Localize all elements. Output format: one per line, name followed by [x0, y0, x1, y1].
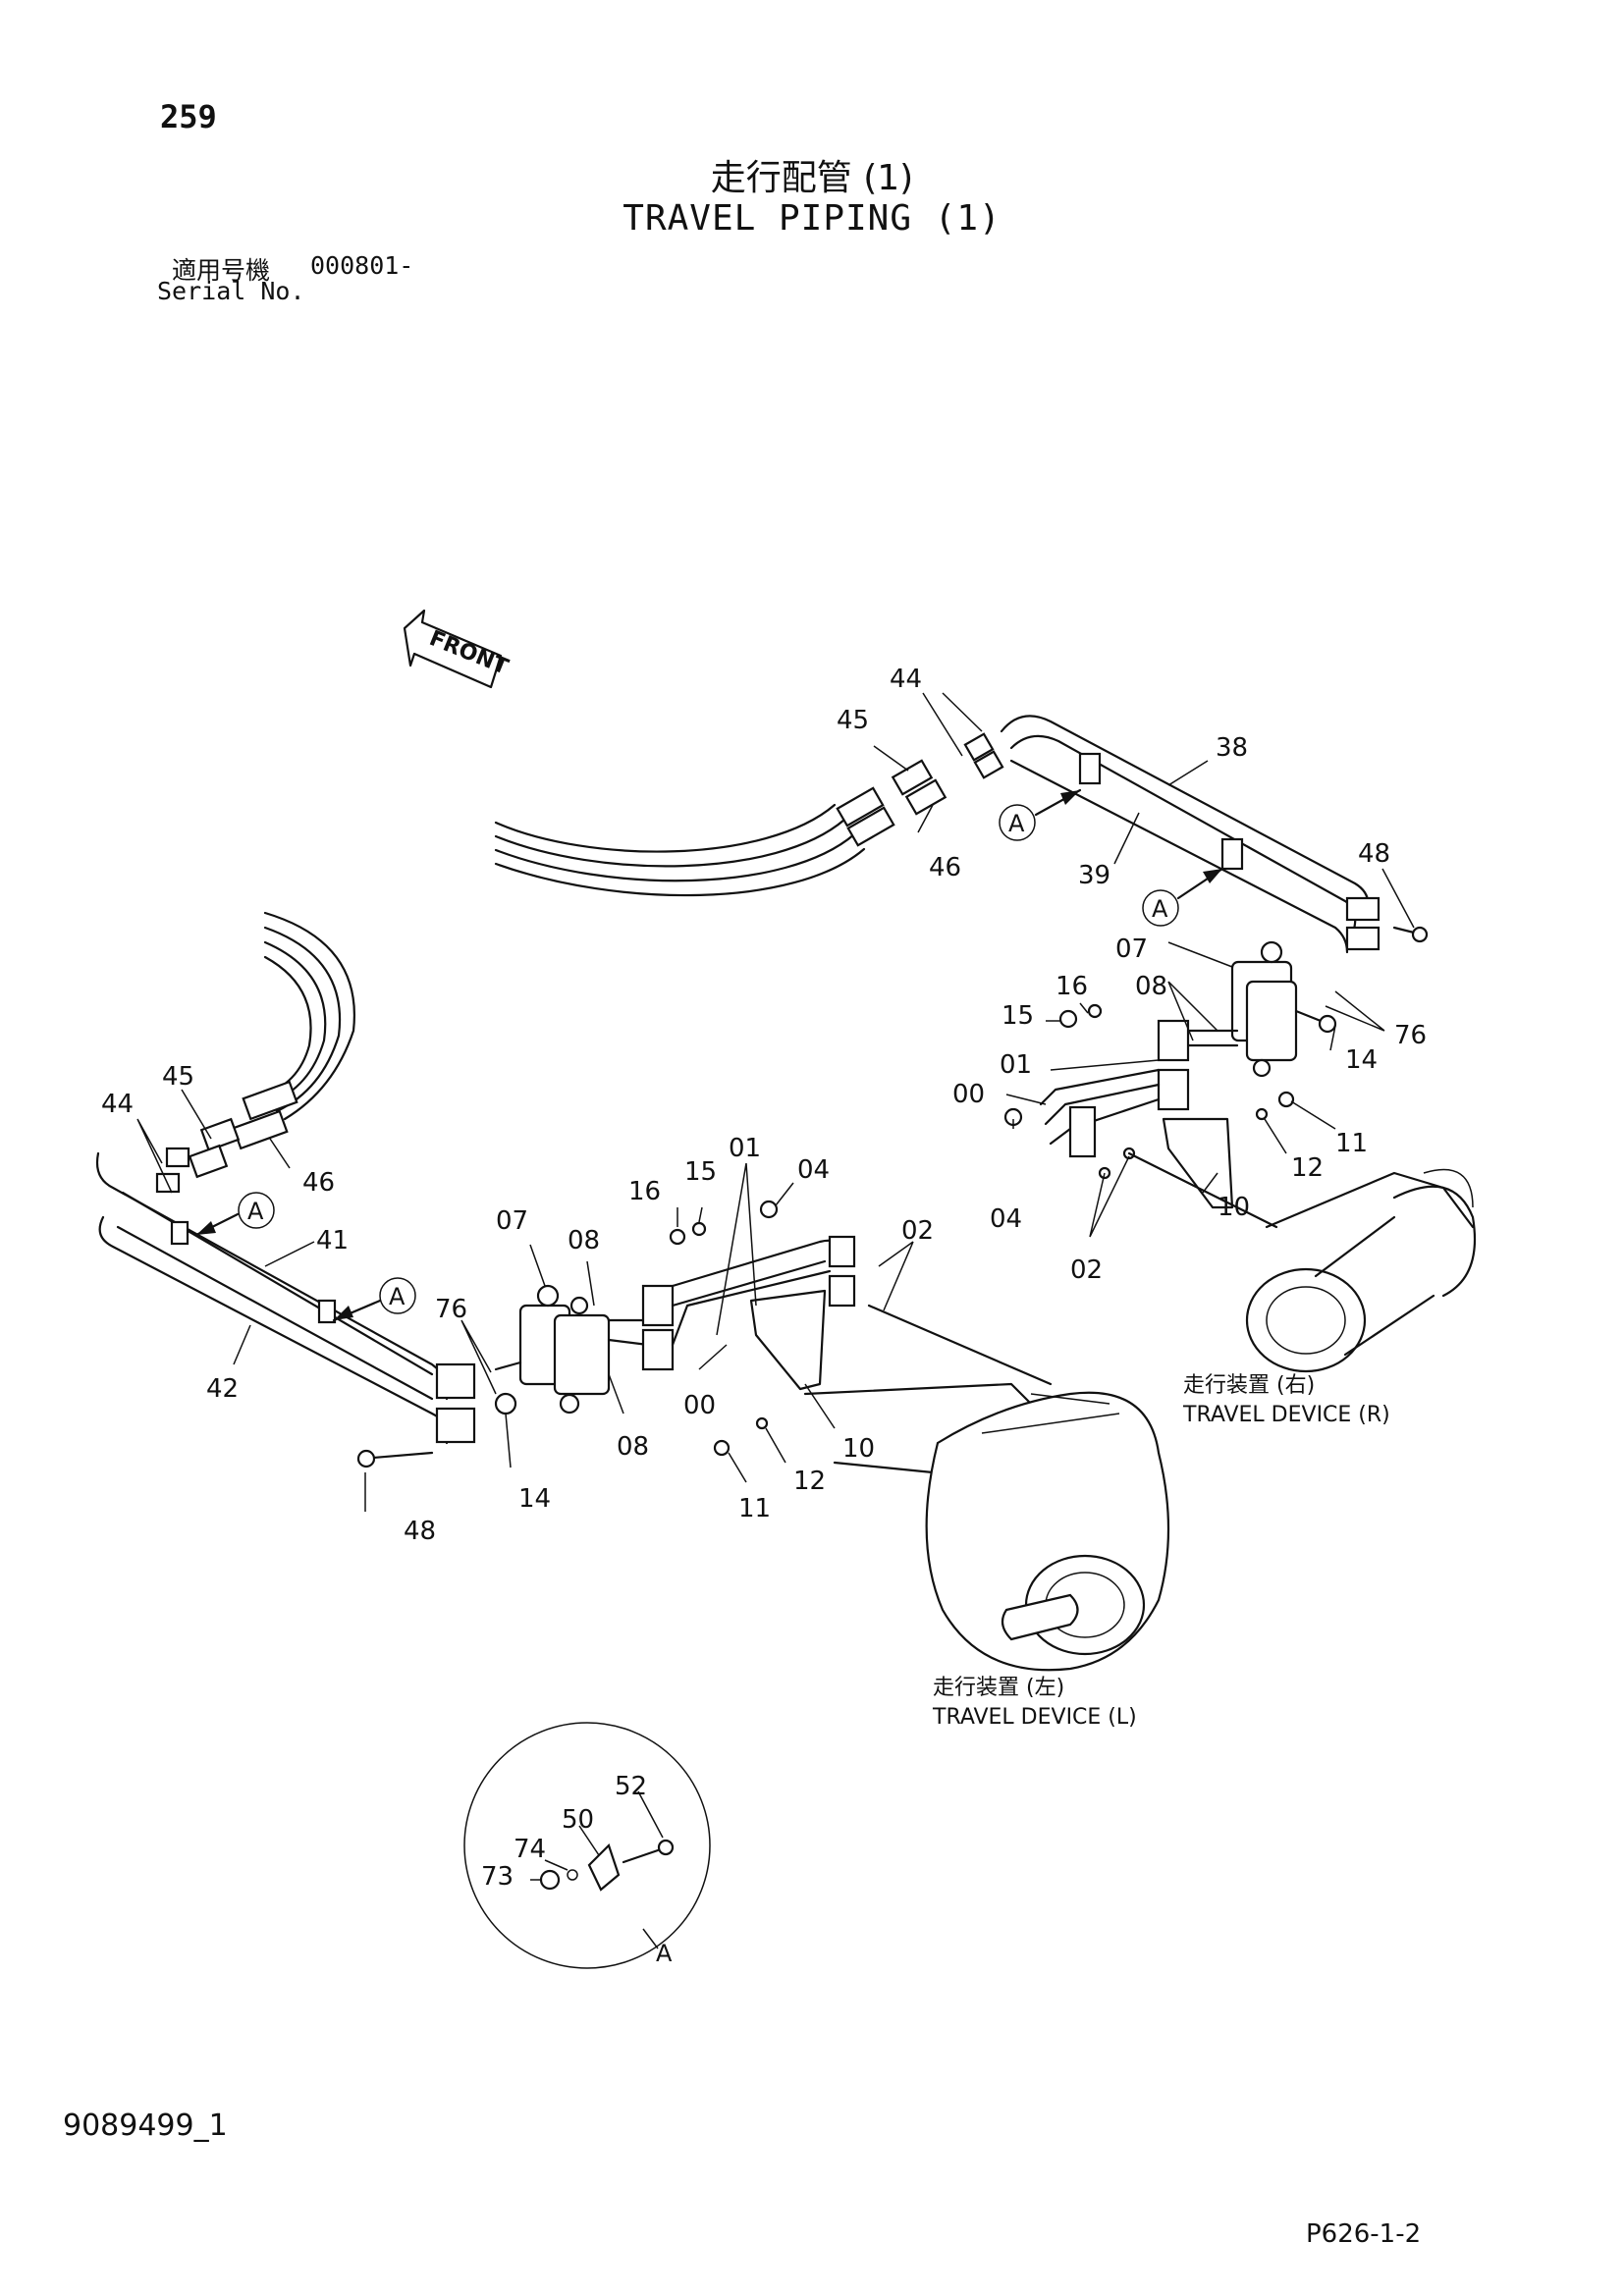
- upper-hoses: [494, 732, 1004, 897]
- callout-11-right: 11: [1335, 1129, 1368, 1158]
- callout-07-right: 07: [1115, 934, 1148, 964]
- travel-device-left-en: TRAVEL DEVICE (L): [932, 1705, 1137, 1730]
- callout-02-right: 02: [1070, 1255, 1103, 1285]
- callout-48-left: 48: [404, 1517, 436, 1546]
- callout-44-left: 44: [101, 1090, 134, 1119]
- callout-45-right: 45: [837, 706, 869, 735]
- right-pipes-38-39: [1000, 715, 1429, 954]
- callout-15-right: 15: [1001, 1001, 1034, 1031]
- callout-39: 39: [1078, 861, 1110, 890]
- callout-76-left: 76: [435, 1295, 467, 1324]
- serial-number-value: 000801-: [310, 251, 414, 280]
- callout-01-right: 01: [1000, 1050, 1032, 1080]
- callout-04-right: 04: [990, 1204, 1022, 1234]
- callout-50: 50: [562, 1805, 594, 1835]
- page-number: 259: [160, 98, 217, 135]
- travel-device-right-jp: 走行装置 (右): [1183, 1373, 1315, 1398]
- serial-label-japanese: 適用号機: [172, 256, 271, 285]
- callout-00-left: 00: [683, 1391, 716, 1420]
- callout-08-left-top: 08: [568, 1226, 600, 1255]
- leader-lines: [136, 692, 1415, 1881]
- callout-46-right: 46: [929, 853, 961, 882]
- callout-12-left: 12: [793, 1467, 826, 1496]
- figure-code: P626-1-2: [1306, 2219, 1422, 2249]
- left-travel-device: [803, 1304, 1170, 1672]
- marker-a-3: A: [247, 1198, 264, 1225]
- callout-08-left-bottom: 08: [617, 1432, 649, 1462]
- callout-11-left: 11: [738, 1494, 771, 1523]
- callout-04-left: 04: [797, 1155, 830, 1185]
- callout-02-left: 02: [901, 1216, 934, 1246]
- callout-00-right: 00: [952, 1080, 985, 1109]
- right-valve-assembly: [1003, 940, 1337, 1209]
- marker-a-2: A: [1152, 895, 1168, 923]
- detail-a-view: A: [463, 1722, 711, 1969]
- callout-46-left: 46: [302, 1168, 335, 1198]
- callout-38: 38: [1216, 733, 1248, 763]
- left-pipes-41-42: [95, 1151, 476, 1468]
- callout-16-left: 16: [628, 1177, 661, 1206]
- callout-10-left: 10: [842, 1434, 875, 1464]
- detail-a-label: A: [656, 1940, 673, 1967]
- document-id: 9089499_1: [63, 2109, 228, 2143]
- travel-device-left-jp: 走行装置 (左): [933, 1676, 1064, 1700]
- page-title-english: TRAVEL PIPING (1): [623, 198, 1001, 239]
- left-hoses: [155, 911, 355, 1194]
- callout-74: 74: [514, 1835, 546, 1864]
- serial-label-english: Serial No.: [157, 277, 305, 305]
- device-captions: 走行装置 (右) TRAVEL DEVICE (R) 走行装置 (左) TRAV…: [932, 1373, 1390, 1730]
- marker-a-1: A: [1008, 810, 1025, 837]
- left-valve-assembly: [494, 1200, 856, 1457]
- callout-52: 52: [615, 1772, 647, 1801]
- callout-44-right: 44: [890, 665, 922, 694]
- callout-15-left: 15: [684, 1157, 717, 1187]
- callout-14-left: 14: [518, 1484, 551, 1514]
- callout-45-left: 45: [162, 1062, 194, 1092]
- callout-16-right: 16: [1056, 972, 1088, 1001]
- callout-73: 73: [481, 1862, 514, 1892]
- page-title-japanese: 走行配管 (1): [710, 158, 914, 198]
- detail-a-markers: A A A A: [194, 788, 1224, 1322]
- marker-a-4: A: [389, 1283, 406, 1310]
- callout-48-right: 48: [1358, 839, 1390, 869]
- callout-12-right: 12: [1291, 1153, 1324, 1183]
- callout-10-right: 10: [1218, 1193, 1250, 1222]
- callout-labels: 44 45 46 38 39 48 07 16 08 15 76 14 01 0…: [101, 665, 1427, 1892]
- callout-14-right: 14: [1345, 1045, 1378, 1075]
- callout-08-right: 08: [1135, 972, 1167, 1001]
- right-travel-device: [1127, 1151, 1477, 1373]
- callout-07-left: 07: [496, 1206, 528, 1236]
- callout-01-left: 01: [729, 1134, 761, 1163]
- callout-42: 42: [206, 1374, 239, 1404]
- front-direction-arrow: FRONT: [403, 609, 512, 689]
- callout-76-right: 76: [1394, 1021, 1427, 1050]
- callout-41: 41: [316, 1226, 349, 1255]
- travel-device-right-en: TRAVEL DEVICE (R): [1182, 1403, 1390, 1427]
- front-label: FRONT: [426, 626, 512, 680]
